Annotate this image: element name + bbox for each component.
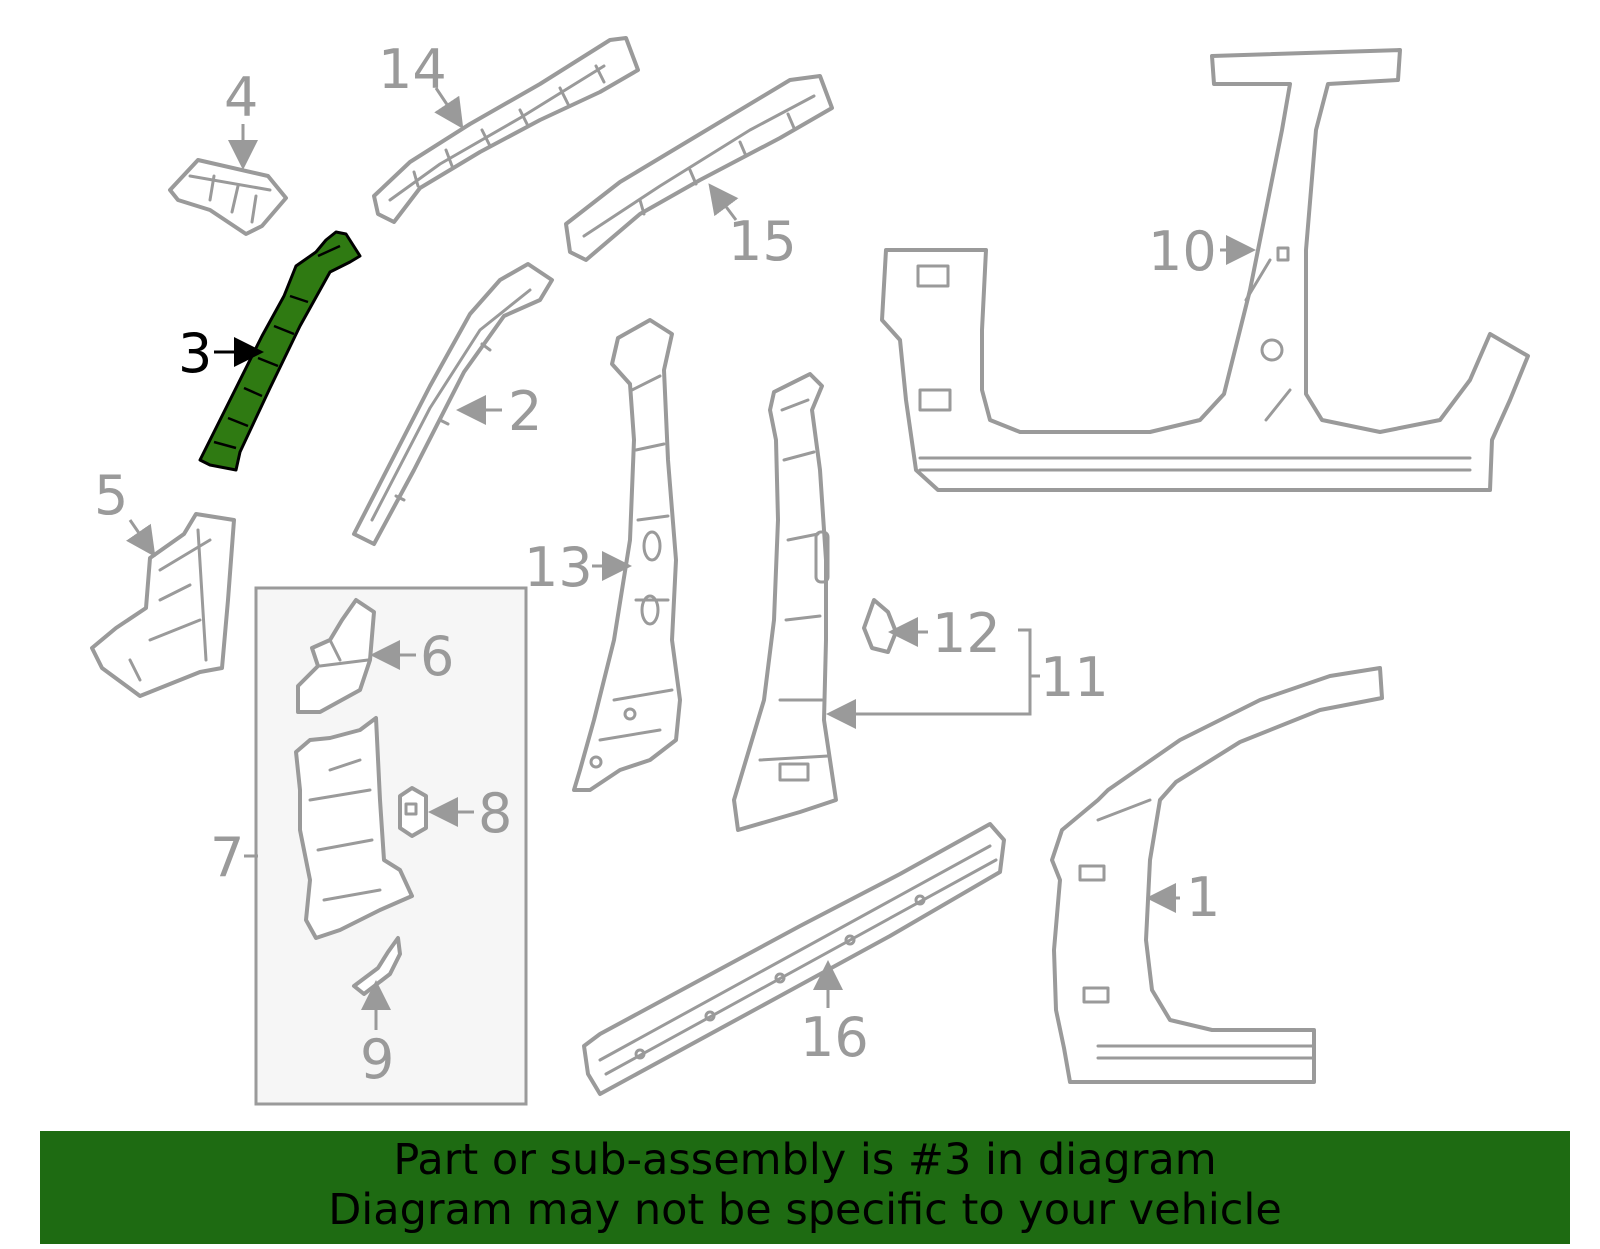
leader-5 <box>126 519 156 557</box>
callout-6: 6 <box>420 625 454 688</box>
callout-10: 10 <box>1148 220 1217 283</box>
callout-16: 16 <box>800 1006 869 1069</box>
part-5[interactable] <box>90 512 236 698</box>
part-2[interactable] <box>352 262 554 546</box>
callout-8: 8 <box>478 782 512 845</box>
callout-4: 4 <box>224 66 258 129</box>
part-13[interactable] <box>572 318 682 792</box>
callout-14: 14 <box>378 38 447 101</box>
callout-9: 9 <box>360 1028 394 1091</box>
part-7[interactable] <box>294 716 414 940</box>
info-banner: Part or sub-assembly is #3 in diagram Di… <box>40 1131 1570 1244</box>
part-1[interactable] <box>1050 666 1384 1084</box>
part-14[interactable] <box>372 36 640 224</box>
callout-7: 7 <box>210 826 244 889</box>
callout-2: 2 <box>508 380 542 443</box>
banner-line-1: Part or sub-assembly is #3 in diagram <box>393 1135 1217 1185</box>
inset-box-7 <box>254 586 528 1106</box>
leader-11 <box>826 628 1032 729</box>
part-8[interactable] <box>398 786 428 838</box>
part-6[interactable] <box>296 598 376 714</box>
parts-diagram: 1 2 3 4 5 6 7 8 9 10 11 12 13 14 15 16 <box>90 36 1530 1106</box>
leader-15 <box>708 183 739 221</box>
part-16[interactable] <box>582 822 1006 1096</box>
part-12[interactable] <box>862 598 898 654</box>
banner-line-2: Diagram may not be specific to your vehi… <box>328 1185 1282 1235</box>
callout-15: 15 <box>728 210 797 273</box>
callout-5: 5 <box>94 464 128 527</box>
part-11-pillar[interactable] <box>732 372 838 832</box>
callout-12: 12 <box>932 602 1001 665</box>
callout-1: 1 <box>1186 866 1220 929</box>
part-3-highlighted[interactable] <box>198 230 362 472</box>
part-4[interactable] <box>168 158 288 236</box>
callout-3: 3 <box>178 322 212 385</box>
callout-11: 11 <box>1040 646 1109 709</box>
callout-13: 13 <box>524 536 593 599</box>
part-10[interactable] <box>880 48 1530 492</box>
leader-14 <box>434 87 464 129</box>
part-15[interactable] <box>564 74 834 262</box>
